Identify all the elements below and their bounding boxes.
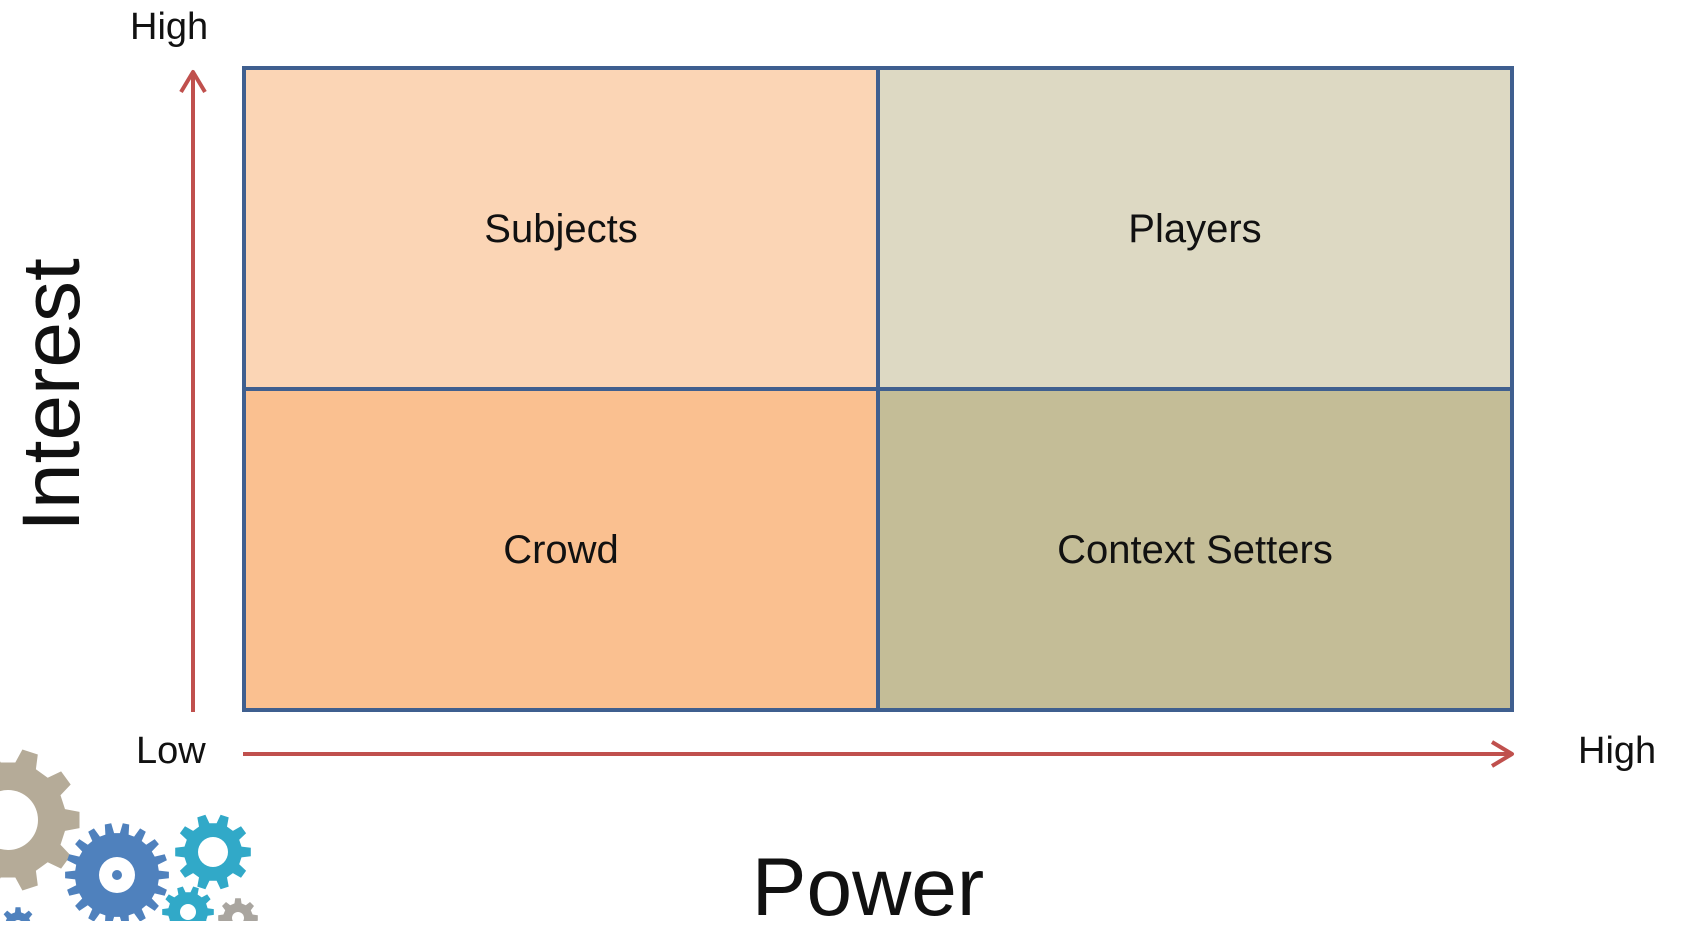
quadrant-label: Subjects [484, 206, 638, 251]
quadrant-players: Players [878, 70, 1510, 389]
quadrant-label: Context Setters [1057, 527, 1333, 572]
y-axis-arrow [179, 70, 207, 712]
quadrant-subjects: Subjects [246, 70, 878, 389]
gear-teal-icon [175, 814, 251, 890]
power-interest-matrix: Subjects Players Crowd Context Setters [242, 66, 1514, 712]
x-axis-low-label: Low [136, 730, 206, 772]
gear-blue-icon [65, 823, 169, 921]
gear-grey-small-icon [218, 898, 258, 921]
gear-teal-small-icon [162, 886, 214, 921]
x-axis-title: Power [751, 842, 985, 933]
quadrant-label: Players [1128, 206, 1262, 251]
gear-large-icon [0, 749, 80, 891]
quadrant-context-setters: Context Setters [878, 389, 1510, 708]
x-axis-arrow [243, 740, 1514, 768]
x-axis-high-label: High [1578, 730, 1657, 772]
gear-corner-icon [3, 907, 33, 921]
quadrant-label: Crowd [503, 527, 619, 572]
y-axis-high-label: High [130, 6, 209, 48]
quadrant-crowd: Crowd [246, 389, 878, 708]
